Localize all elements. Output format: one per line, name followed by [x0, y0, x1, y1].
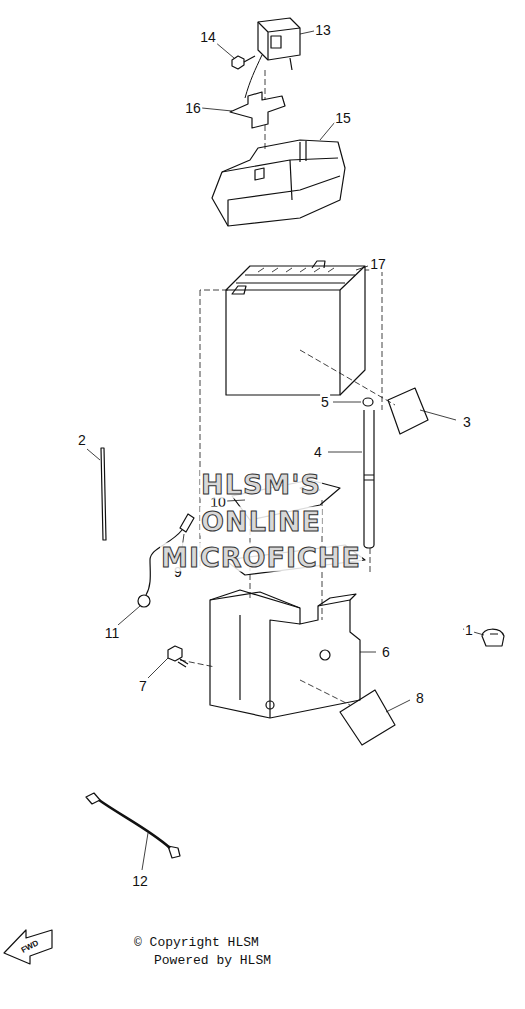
battery-cover — [212, 140, 345, 226]
screw — [232, 56, 255, 69]
bracket — [230, 92, 285, 128]
copyright-note: Powered by HLSM — [153, 953, 272, 968]
assembly-line — [180, 70, 395, 705]
callout-number: 7 — [138, 678, 148, 694]
relay — [245, 18, 300, 98]
callout-number: 6 — [381, 644, 391, 660]
copyright-note: © Copyright HLSM — [133, 935, 260, 950]
pad — [340, 690, 395, 745]
leader-line — [87, 31, 484, 870]
breather-tube — [364, 410, 374, 548]
callout-number: 16 — [184, 100, 202, 116]
callout-number: 3 — [462, 414, 472, 430]
fitting — [363, 398, 373, 406]
watermark: ONLINE — [200, 507, 322, 536]
pad — [388, 388, 428, 434]
callout-number: 4 — [313, 444, 323, 460]
watermark: HLSM'S — [200, 470, 322, 499]
callout-number: 8 — [415, 690, 425, 706]
strip — [101, 448, 106, 540]
callout-number: 12 — [131, 873, 149, 889]
callout-number: 15 — [334, 110, 352, 126]
callout-number: 13 — [314, 22, 332, 38]
forward-arrow — [4, 930, 52, 964]
watermark: MICROFICHE — [160, 543, 362, 572]
lead-wire — [86, 793, 180, 858]
callout-number: 17 — [369, 256, 387, 272]
bolt — [168, 646, 188, 667]
callout-number: 2 — [77, 432, 87, 448]
callout-number: 5 — [320, 394, 330, 410]
callout-number: 14 — [199, 29, 217, 45]
clip — [482, 629, 504, 646]
battery — [226, 261, 365, 395]
callout-number: 1 — [464, 622, 474, 638]
callout-number: 11 — [104, 625, 121, 641]
